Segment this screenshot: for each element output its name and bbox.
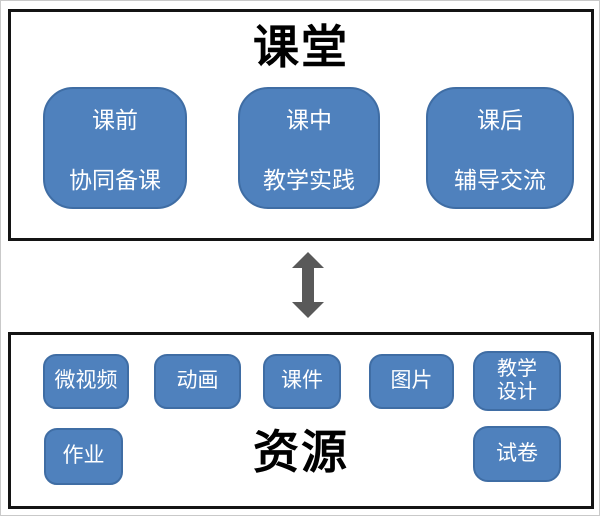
resource-pictures-label: 图片 — [390, 369, 433, 393]
stage-before-class-line1: 课前 — [92, 107, 138, 133]
resource-animation-label: 动画 — [176, 369, 219, 393]
classroom-title: 课堂 — [253, 21, 349, 73]
double-arrow-icon — [292, 252, 324, 318]
resource-pictures: 图片 — [369, 354, 454, 409]
resource-micro-video-label: 微视频 — [54, 369, 118, 393]
stage-after-class: 课后 辅导交流 — [426, 87, 574, 209]
resources-panel: 微视频 动画 课件 图片 教学 设计 作业 资源 试卷 — [8, 332, 594, 509]
resource-teaching-design-line1: 教学 — [497, 358, 537, 380]
stage-after-class-line2: 辅导交流 — [454, 167, 546, 193]
resource-teaching-design-line2: 设计 — [497, 381, 537, 403]
stage-during-class: 课中 教学实践 — [238, 87, 380, 209]
resource-homework-label: 作业 — [62, 444, 105, 468]
stage-before-class: 课前 协同备课 — [43, 87, 187, 209]
resource-animation: 动画 — [154, 354, 241, 409]
resource-courseware-label: 课件 — [281, 369, 323, 393]
resource-test-paper: 试卷 — [473, 426, 561, 482]
stage-after-class-line1: 课后 — [477, 107, 523, 133]
classroom-panel: 课堂 课前 协同备课 课中 教学实践 课后 辅导交流 — [8, 9, 594, 241]
resource-teaching-design: 教学 设计 — [473, 351, 561, 411]
resource-courseware: 课件 — [263, 354, 341, 409]
stage-before-class-line2: 协同备课 — [69, 167, 161, 193]
stage-during-class-line1: 课中 — [286, 107, 332, 133]
resources-title: 资源 — [253, 426, 349, 478]
resource-micro-video: 微视频 — [43, 354, 129, 409]
resource-homework: 作业 — [44, 428, 123, 485]
stage-during-class-line2: 教学实践 — [263, 167, 355, 193]
resource-test-paper-label: 试卷 — [496, 441, 538, 465]
